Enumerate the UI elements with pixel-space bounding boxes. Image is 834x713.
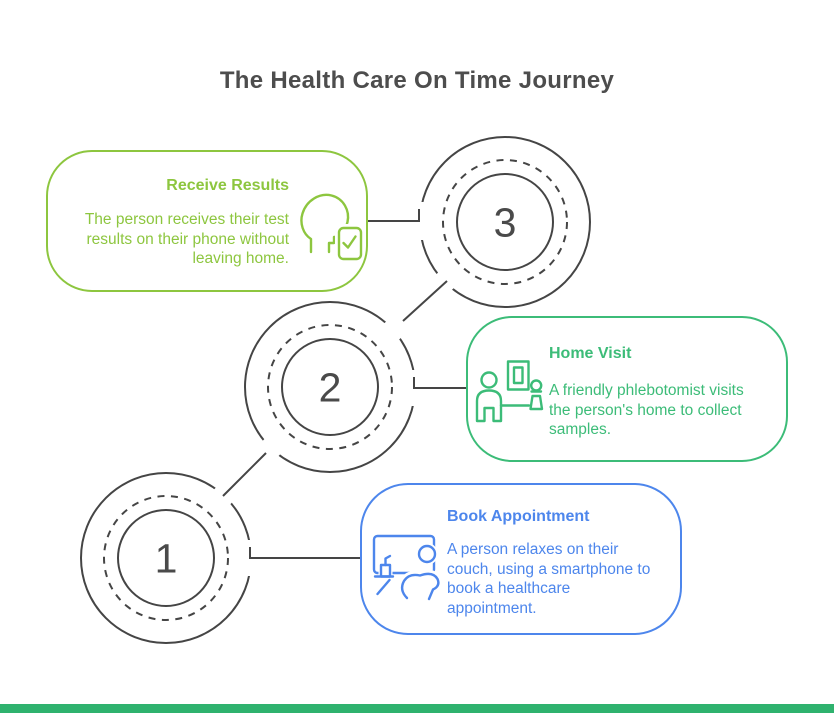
checkmark-glyph bbox=[342, 235, 357, 249]
step-1-callout: Book Appointment A person relaxes on the… bbox=[360, 483, 682, 635]
step-1-number: 1 bbox=[154, 535, 178, 582]
step-2-inner-circle bbox=[281, 338, 379, 436]
step-3-callout-body: The person receives their test results o… bbox=[84, 211, 289, 267]
page-title: The Health Care On Time Journey bbox=[219, 67, 615, 95]
drink-straw-shape bbox=[384, 554, 392, 567]
connector-step1-callout bbox=[249, 547, 360, 559]
wall-frame-shape bbox=[506, 360, 530, 391]
person-head-shape bbox=[480, 371, 498, 389]
person-on-couch-with-smartphone-icon bbox=[372, 534, 443, 602]
step-1-callout-body: A person relaxes on their couch, using a… bbox=[447, 541, 651, 617]
person-head-shape bbox=[417, 544, 437, 564]
step-2-callout-title: Home Visit bbox=[549, 345, 632, 362]
step-1-dashed-ring bbox=[103, 495, 229, 621]
head-profile-phone-check-icon bbox=[300, 193, 364, 262]
phlebotomist-home-visit-icon bbox=[475, 360, 544, 423]
table-leg-line bbox=[376, 578, 391, 596]
armchair-shape bbox=[400, 572, 440, 601]
sample-jar-base-shape bbox=[529, 394, 544, 411]
footer-accent-bar bbox=[0, 704, 834, 713]
connector-step2-step1 bbox=[222, 452, 267, 497]
step-3-callout-title: Receive Results bbox=[166, 177, 289, 194]
sample-jar-lid-shape bbox=[529, 379, 543, 392]
step-3-dashed-ring bbox=[442, 159, 568, 285]
step-3-inner-circle bbox=[456, 173, 554, 271]
drink-mask bbox=[378, 562, 393, 579]
connector-step2-callout bbox=[413, 377, 466, 389]
step-2-number: 2 bbox=[318, 364, 342, 411]
frame-inner-shape bbox=[512, 366, 524, 385]
step-1-callout-title: Book Appointment bbox=[447, 508, 590, 525]
step-2-callout-body: A friendly phlebotomist visits the perso… bbox=[549, 382, 744, 438]
step-2-dashed-ring bbox=[267, 324, 393, 450]
step-2-callout: Home Visit A friendly phlebotomist visit… bbox=[466, 316, 788, 462]
step-3-number: 3 bbox=[493, 199, 517, 246]
step-3-callout: Receive Results The person receives thei… bbox=[46, 150, 368, 292]
person-body-shape bbox=[475, 389, 503, 423]
step-1-inner-circle bbox=[117, 509, 215, 607]
connector-step3-callout bbox=[368, 209, 420, 222]
connector-step3-step2 bbox=[402, 280, 448, 322]
